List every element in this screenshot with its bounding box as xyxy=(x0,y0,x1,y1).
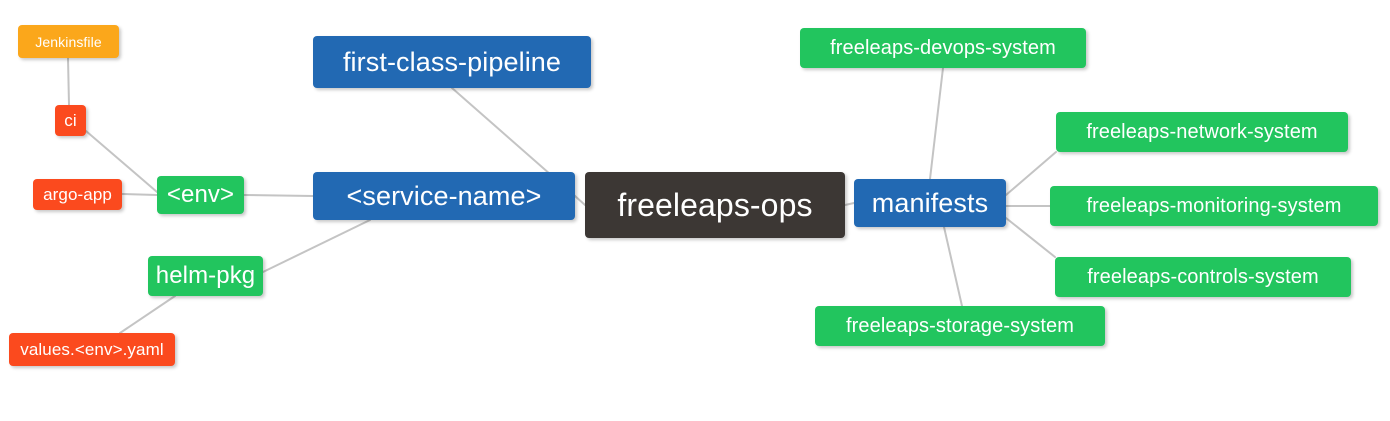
node-ci[interactable]: ci xyxy=(55,105,86,136)
node-label-env: <env> xyxy=(166,181,235,208)
node-freeleaps-ops[interactable]: freeleaps-ops xyxy=(585,172,845,238)
node-argo-app[interactable]: argo-app xyxy=(33,179,122,210)
node-label-values-env-yaml: values.<env>.yaml xyxy=(20,340,164,359)
edge-manifests-to-freeleaps-devops-system xyxy=(929,67,944,180)
node-label-helm-pkg: helm-pkg xyxy=(155,262,256,289)
node-helm-pkg[interactable]: helm-pkg xyxy=(148,256,263,296)
node-values-env-yaml[interactable]: values.<env>.yaml xyxy=(9,333,175,366)
node-label-freeleaps-storage-system: freeleaps-storage-system xyxy=(845,315,1075,337)
node-label-freeleaps-monitoring-system: freeleaps-monitoring-system xyxy=(1086,195,1342,217)
node-label-ci: ci xyxy=(64,111,77,130)
node-label-freeleaps-devops-system: freeleaps-devops-system xyxy=(830,37,1056,59)
edge-env-to-argo-app xyxy=(121,193,158,196)
node-label-first-class-pipeline: first-class-pipeline xyxy=(342,46,562,77)
node-freeleaps-controls-system[interactable]: freeleaps-controls-system xyxy=(1055,257,1351,297)
edge-freeleaps-ops-to-manifests xyxy=(844,202,855,206)
node-label-freeleaps-controls-system: freeleaps-controls-system xyxy=(1087,266,1319,288)
edge-helm-pkg-to-values-env-yaml xyxy=(119,295,176,334)
node-manifests[interactable]: manifests xyxy=(854,179,1006,227)
node-freeleaps-devops-system[interactable]: freeleaps-devops-system xyxy=(800,28,1086,68)
node-label-freeleaps-network-system: freeleaps-network-system xyxy=(1086,121,1318,143)
edge-ci-to-jenkinsfile xyxy=(67,57,70,106)
node-label-freeleaps-ops: freeleaps-ops xyxy=(617,187,813,223)
node-freeleaps-network-system[interactable]: freeleaps-network-system xyxy=(1056,112,1348,152)
node-service-name[interactable]: <service-name> xyxy=(313,172,575,220)
node-env[interactable]: <env> xyxy=(157,176,244,214)
edge-manifests-to-freeleaps-network-system xyxy=(1005,151,1057,196)
node-label-jenkinsfile: Jenkinsfile xyxy=(35,33,102,50)
node-label-service-name: <service-name> xyxy=(346,180,542,211)
edge-freeleaps-ops-to-service-name xyxy=(574,195,586,206)
edge-manifests-to-freeleaps-controls-system xyxy=(1005,217,1056,258)
node-freeleaps-storage-system[interactable]: freeleaps-storage-system xyxy=(815,306,1105,346)
node-first-class-pipeline[interactable]: first-class-pipeline xyxy=(313,36,591,88)
node-label-argo-app: argo-app xyxy=(43,185,112,204)
node-freeleaps-monitoring-system[interactable]: freeleaps-monitoring-system xyxy=(1050,186,1378,226)
edge-service-name-to-env xyxy=(243,194,314,197)
edge-service-name-to-helm-pkg xyxy=(262,219,371,273)
node-jenkinsfile[interactable]: Jenkinsfile xyxy=(18,25,119,58)
edge-manifests-to-freeleaps-storage-system xyxy=(943,226,963,307)
node-label-manifests: manifests xyxy=(871,187,989,218)
